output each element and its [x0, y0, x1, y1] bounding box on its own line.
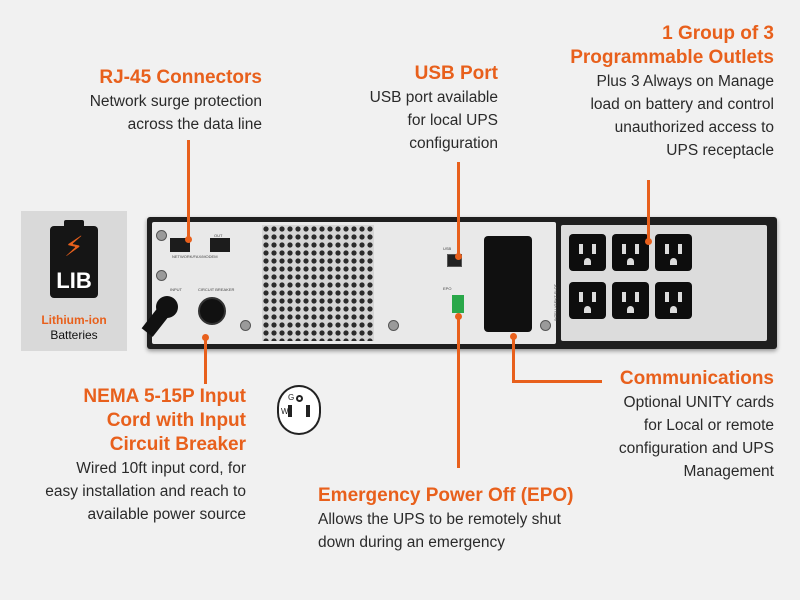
net-label: NETWORK/FAX/MODEM — [172, 254, 218, 259]
usb-title: USB Port — [414, 63, 498, 84]
communications-slot — [484, 236, 532, 332]
lightning-bolt-icon: ⚡ — [64, 231, 84, 262]
epo-label: EPO — [443, 286, 452, 291]
ground-pin — [296, 395, 303, 402]
outlet — [569, 234, 606, 271]
screw — [240, 320, 251, 331]
comm-callout: Communications Optional UNITY cards for … — [534, 367, 774, 483]
outlets-leader-line — [647, 180, 650, 242]
out-label: OUT — [214, 233, 223, 238]
comm-leader-line-h — [512, 380, 602, 383]
screw — [540, 320, 551, 331]
breaker-label: CIRCUIT BREAKER — [198, 287, 235, 292]
comm-desc-3: configuration and UPS — [618, 440, 774, 457]
nema-title-3: Circuit Breaker — [109, 434, 246, 455]
screw — [156, 230, 167, 241]
outlet — [612, 234, 649, 271]
epo-callout: Emergency Power Off (EPO) Allows the UPS… — [318, 484, 618, 554]
slot-label: INTELLIGENT SLOT — [553, 283, 559, 322]
epo-connector — [452, 295, 464, 313]
nema-callout: NEMA 5-15P Input Cord with Input Circuit… — [0, 385, 246, 526]
rj45-callout: RJ-45 Connectors Network surge protectio… — [2, 66, 262, 136]
ground-label: G — [288, 393, 295, 402]
epo-title: Emergency Power Off (EPO) — [318, 485, 574, 506]
nema-desc-1: Wired 10ft input cord, for — [76, 460, 246, 477]
usb-label: USB — [443, 246, 452, 251]
outlet — [655, 282, 692, 319]
nema-leader-line — [204, 338, 207, 384]
outlets-title-1: 1 Group of 3 — [662, 23, 774, 44]
badge-label-1: Lithium-ion — [41, 313, 107, 327]
nema-desc-2: easy installation and reach to — [45, 483, 246, 500]
outlets-title-2: Programmable Outlets — [570, 47, 774, 68]
comm-leader-line-v — [512, 336, 515, 382]
input-cord-strain-relief — [156, 296, 178, 318]
battery-text: LIB — [56, 268, 92, 293]
outlet — [612, 282, 649, 319]
comm-desc-1: Optional UNITY cards — [623, 394, 774, 411]
usb-callout: USB Port USB port available for local UP… — [278, 62, 498, 155]
epo-leader-dot — [455, 313, 462, 320]
epo-desc-1: Allows the UPS to be remotely shut — [318, 511, 561, 528]
outlets-desc-3: unauthorized access to — [614, 119, 774, 136]
rj45-title: RJ-45 Connectors — [99, 67, 262, 88]
outlets-desc-1: Plus 3 Always on Manage — [596, 73, 775, 90]
rj45-port-out — [210, 238, 230, 252]
neutral-label: W — [281, 407, 289, 416]
nema-desc-3: available power source — [87, 506, 246, 523]
outlets-desc-4: UPS receptacle — [666, 142, 774, 159]
epo-desc-2: down during an emergency — [318, 534, 505, 551]
epo-leader-line — [457, 318, 460, 468]
rj45-leader-dot — [185, 236, 192, 243]
nema-title-1: NEMA 5-15P Input — [83, 386, 246, 407]
usb-leader-dot — [455, 253, 462, 260]
rj45-leader-line — [187, 140, 190, 238]
plug-slot — [306, 405, 310, 417]
nema-plug-icon: G W — [277, 385, 321, 435]
usb-leader-line — [457, 162, 460, 258]
lithium-battery-icon — [50, 226, 98, 298]
badge-label-2: Batteries — [50, 328, 98, 342]
usb-desc-2: for local UPS — [407, 112, 498, 129]
fan-grille — [262, 225, 374, 341]
outlets-desc-2: load on battery and control — [590, 96, 774, 113]
outlet — [655, 234, 692, 271]
nema-leader-dot — [202, 334, 209, 341]
plug-slot — [288, 405, 292, 417]
input-label: INPUT — [170, 287, 182, 292]
outlets-callout: 1 Group of 3 Programmable Outlets Plus 3… — [504, 22, 774, 162]
rj45-desc-2: across the data line — [127, 116, 262, 133]
usb-desc-3: configuration — [409, 135, 498, 152]
screw — [156, 270, 167, 281]
comm-desc-2: for Local or remote — [643, 417, 774, 434]
comm-title: Communications — [619, 368, 774, 389]
circuit-breaker — [198, 297, 226, 325]
outlet — [569, 282, 606, 319]
usb-desc-1: USB port available — [369, 89, 498, 106]
comm-desc-4: Management — [683, 463, 774, 480]
battery-cap — [64, 220, 84, 226]
comm-leader-dot — [510, 333, 517, 340]
screw — [388, 320, 399, 331]
outlets-leader-dot — [645, 238, 652, 245]
nema-title-2: Cord with Input — [106, 410, 246, 431]
rj45-desc-1: Network surge protection — [89, 93, 262, 110]
